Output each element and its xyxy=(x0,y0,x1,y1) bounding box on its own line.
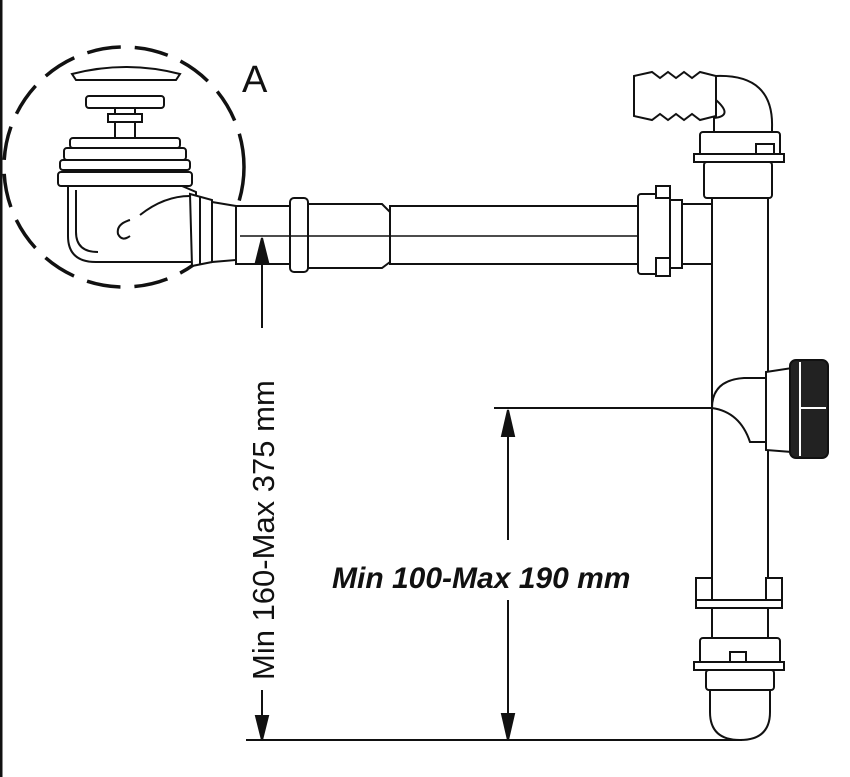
horizontal-pipe-nut-tab-top xyxy=(655,185,671,199)
flange-ring-2 xyxy=(63,147,187,161)
detail-a-marker: A xyxy=(242,59,268,101)
outlet-height-arrow-top xyxy=(254,237,270,263)
flange-ring-3 xyxy=(59,159,191,171)
plug-collar xyxy=(107,113,143,123)
horizontal-pipe-section-2 xyxy=(389,205,639,265)
bottom-collar xyxy=(705,669,775,691)
waste-outlet-spigot xyxy=(211,200,237,264)
plug-cap xyxy=(70,66,182,81)
lower-collar-band xyxy=(695,599,783,609)
horizontal-pipe-nut-tab-bottom xyxy=(655,257,671,277)
horizontal-pipe-nut-ring xyxy=(669,199,683,269)
waste-body-hook xyxy=(116,219,131,240)
outlet-height-arrow-bottom xyxy=(254,715,270,741)
detail-a-circle xyxy=(2,45,246,289)
dimension-lines-group xyxy=(246,237,742,741)
detail-a-group xyxy=(2,45,246,289)
inlet-height-label: Min 100-Max 190 mm xyxy=(332,562,630,595)
top-collar xyxy=(703,161,773,199)
waste-body-curve xyxy=(139,195,191,216)
plug-disc xyxy=(85,95,165,109)
vertical-standpipe-group xyxy=(633,70,829,742)
horizontal-pipe-coupling xyxy=(289,197,309,273)
hose-barb xyxy=(633,70,717,122)
outlet-height-label: Min 160-Max 375 mm xyxy=(246,380,281,680)
flange-ring-1 xyxy=(69,137,181,149)
top-cap-base xyxy=(693,153,785,163)
flange-ring-4 xyxy=(57,171,193,187)
waste-body-inner xyxy=(75,190,99,253)
inlet-height-arrow-bottom xyxy=(500,713,516,741)
bottom-cap-base xyxy=(693,661,785,671)
inlet-height-arrow-top xyxy=(500,409,516,437)
side-inlet-spigot xyxy=(765,366,793,454)
bottom-bowl xyxy=(709,689,771,742)
horizontal-pipe-group xyxy=(235,185,742,277)
